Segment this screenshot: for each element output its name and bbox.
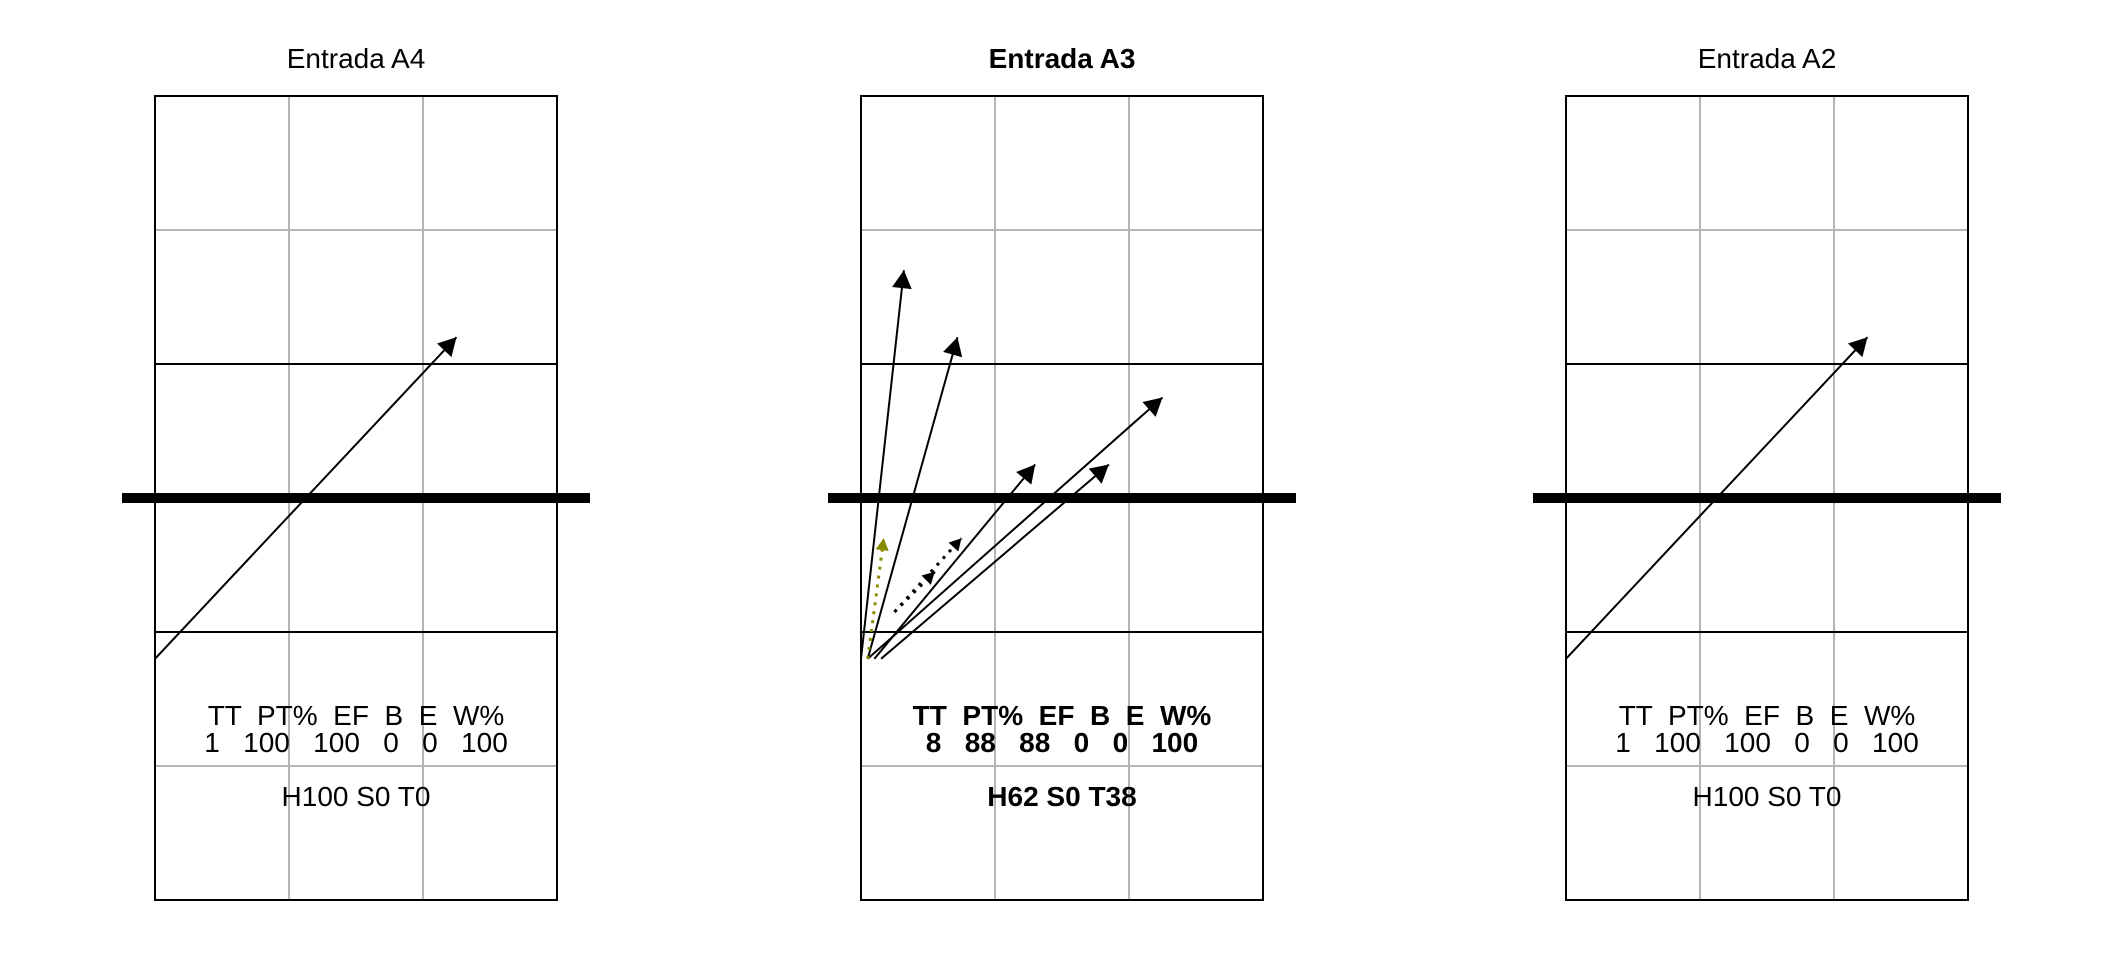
arrow-head-icon [1142, 397, 1163, 417]
stats-values: 8 88 88 0 0 100 [926, 727, 1198, 758]
zone-distribution: H62 S0 T38 [987, 781, 1136, 812]
arrow-head-icon [892, 270, 912, 290]
trajectory-arrow [880, 463, 1110, 660]
arrow-head-icon [436, 337, 457, 358]
trajectory-arrow [860, 270, 905, 659]
trajectory-arrow [893, 537, 963, 613]
panel-title: Entrada A4 [287, 43, 426, 74]
stats-header: TT PT% EF B E W% [913, 700, 1212, 731]
arrow-head-icon [875, 538, 889, 551]
trajectory-arrow [866, 538, 886, 659]
arrow-head-icon [921, 571, 935, 585]
trajectory-arrow [867, 396, 1164, 660]
arrow-head-icon [1016, 464, 1036, 485]
court-panel: Entrada A4 TT PT% EF B E W%1 100 100 0 0 … [122, 43, 590, 901]
arrow-head-icon [1088, 464, 1109, 484]
stats-values: 1 100 100 0 0 100 [1615, 727, 1919, 758]
trajectory-arrow [866, 336, 959, 660]
stats-header: TT PT% EF B E W% [208, 700, 505, 731]
court-panel: Entrada A3 TT PT% EF B E W%8 88 88 0 0 10… [828, 43, 1296, 901]
arrow-head-icon [943, 337, 963, 358]
zone-distribution: H100 S0 T0 [282, 781, 431, 812]
court-panel: Entrada A2 TT PT% EF B E W%1 100 100 0 0 … [1533, 43, 2001, 901]
arrow-head-icon [1847, 337, 1868, 358]
arrow-head-icon [948, 538, 962, 552]
zone-distribution: H100 S0 T0 [1693, 781, 1842, 812]
panel-title: Entrada A2 [1698, 43, 1837, 74]
panel-title: Entrada A3 [989, 43, 1136, 74]
stats-values: 1 100 100 0 0 100 [204, 727, 508, 758]
stats-header: TT PT% EF B E W% [1619, 700, 1916, 731]
trajectory-arrow [873, 463, 1036, 660]
trajectory-arrow [1565, 336, 1869, 660]
trajectory-arrow [154, 336, 458, 660]
